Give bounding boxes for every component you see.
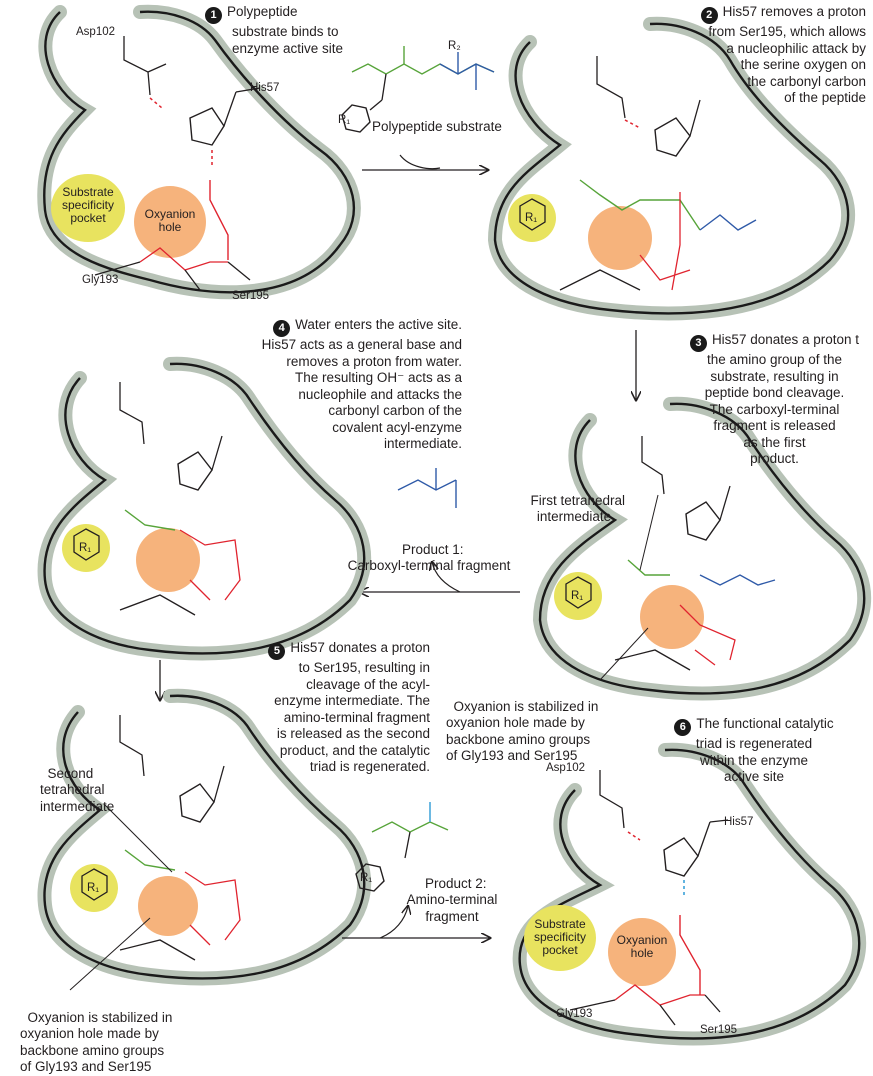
panel-5-active-site: [37, 688, 372, 991]
arrow-step3-to-step4: [360, 562, 520, 592]
arrow-step5-to-step6: [342, 906, 490, 938]
oxyanion-hole: [588, 206, 652, 270]
polypeptide-substrate: [341, 46, 495, 133]
step-1-badge: 1: [205, 7, 222, 24]
panel-1-active-site: [37, 4, 361, 300]
product-2-molecule: [355, 802, 449, 892]
gly193-label: Gly193: [82, 274, 119, 286]
asp102-chain: [123, 36, 151, 96]
panel-6-active-site: [512, 742, 867, 1046]
oxyanion-hole: [136, 528, 200, 592]
enzyme-wall-edge: [43, 10, 355, 294]
product-1-molecule: [397, 468, 457, 508]
r1-label-panel3: R₁: [571, 590, 584, 602]
ser195-label: Ser195: [232, 290, 270, 302]
asp102-label-panel6: Asp102: [546, 762, 586, 774]
phenyl-ring: [341, 104, 371, 133]
his57-label: His57: [250, 82, 280, 94]
r1-label: R₁: [338, 114, 351, 126]
asp102-label: Asp102: [76, 26, 116, 38]
step-6-badge: 6: [674, 719, 692, 736]
oxyanion-hole: [138, 876, 198, 936]
ser195-label-panel6: Ser195: [700, 1024, 738, 1036]
oxyanion-hole: [640, 585, 704, 649]
r1-label-panel5: R₁: [87, 882, 100, 894]
product-1-label: Product 1:Carboxyl-terminal fragment: [347, 541, 511, 574]
his57-imidazole: [189, 107, 225, 146]
arrow-step1-to-step2: [362, 154, 488, 170]
specificity-pocket: [524, 905, 596, 971]
his57-label-panel6: His57: [724, 816, 754, 828]
step-3-badge: 3: [689, 335, 707, 352]
specificity-pocket: [51, 174, 125, 242]
substrate-label: Polypeptide substrate: [372, 119, 502, 134]
step-4-badge: 4: [273, 320, 291, 337]
r1-label-panel4: R₁: [79, 542, 92, 554]
step-5-badge: 5: [268, 643, 286, 660]
gly193-label-panel6: Gly193: [556, 1008, 593, 1020]
r1-label-product2: R₁: [360, 872, 373, 884]
r1-label-panel2: R₁: [525, 212, 538, 224]
panel-3-active-site: [532, 396, 872, 701]
oxyanion-hole: [608, 918, 676, 986]
panel-2-active-site: [487, 16, 856, 321]
r2-label: R₂: [448, 40, 461, 52]
oxyanion-hole: [134, 186, 206, 258]
panel-4-active-site: [37, 356, 372, 661]
step-2-badge: 2: [700, 7, 718, 24]
